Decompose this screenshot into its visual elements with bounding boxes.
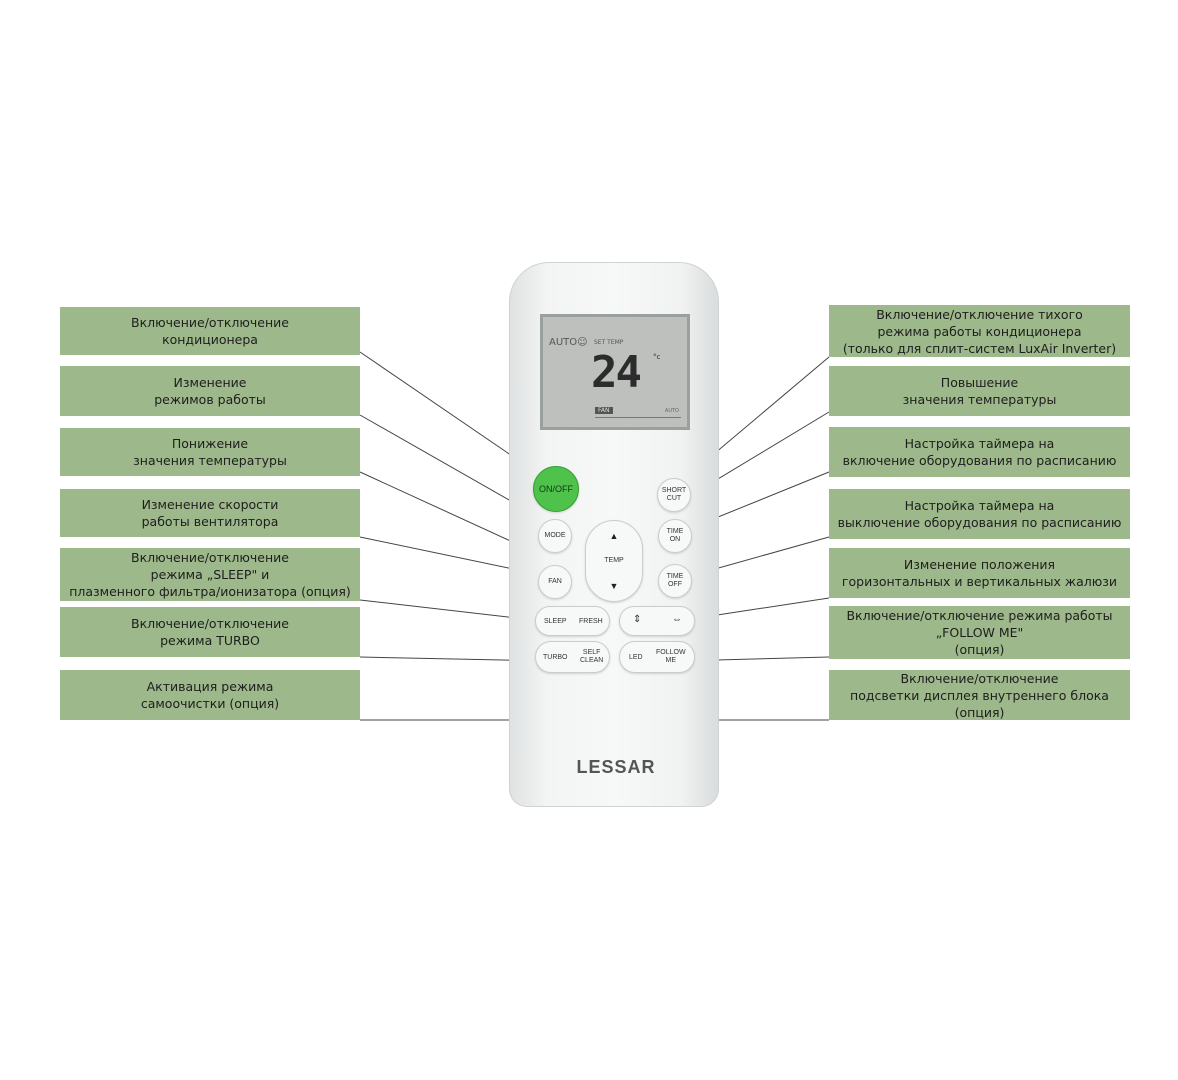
brand-logo: LESSAR — [576, 757, 656, 777]
turbo-selfclean-button-pair: TURBO SELF CLEAN — [535, 641, 610, 673]
sleep-button[interactable]: SLEEP — [544, 618, 567, 625]
led-followme-button-pair: LED FOLLOW ME — [619, 641, 695, 673]
follow-me-button[interactable]: FOLLOW ME — [656, 649, 686, 664]
label-follow-me: Включение/отключение режима работы „FOLL… — [829, 606, 1130, 659]
temp-rocker-button[interactable]: ▲ TEMP ▼ — [585, 520, 643, 602]
sleep-fresh-button-pair: SLEEP FRESH — [535, 606, 610, 636]
time-on-button[interactable]: TIME ON — [658, 519, 692, 553]
label-onoff: Включение/отключение кондиционера — [60, 307, 360, 355]
temp-up-arrow-icon[interactable]: ▲ — [609, 531, 619, 541]
swing-button-pair: ⇕ ⇔ — [619, 606, 695, 636]
label-temp-down: Понижение значения температуры — [60, 428, 360, 476]
lcd-display: AUTO☺ SET TEMP 24 °c FAN AUTO — [540, 314, 690, 430]
label-turbo: Включение/отключение режима TURBO — [60, 607, 360, 657]
time-off-button[interactable]: TIME OFF — [658, 564, 692, 598]
vertical-swing-icon[interactable]: ⇕ — [633, 614, 642, 625]
label-timer-on: Настройка таймера на включение оборудова… — [829, 427, 1130, 477]
label-timer-off: Настройка таймера на выключение оборудов… — [829, 489, 1130, 539]
display-temperature: 24 — [591, 347, 642, 398]
label-selfclean: Активация режима самоочистки (опция) — [60, 670, 360, 720]
turbo-button[interactable]: TURBO — [543, 654, 568, 661]
display-unit: °c — [653, 353, 661, 361]
shortcut-button[interactable]: SHORT CUT — [657, 478, 691, 512]
label-sleep: Включение/отключение режима „SLEEP" и пл… — [60, 548, 360, 601]
label-led: Включение/отключение подсветки дисплея в… — [829, 670, 1130, 720]
label-shortcut: Включение/отключение тихого режима работ… — [829, 305, 1130, 357]
label-swing: Изменение положения горизонтальных и вер… — [829, 548, 1130, 598]
display-fan-mode: AUTO — [664, 408, 679, 414]
horizontal-swing-icon[interactable]: ⇔ — [672, 614, 682, 625]
display-mode: AUTO☺ — [549, 337, 588, 348]
fresh-button[interactable]: FRESH — [579, 618, 603, 625]
self-clean-button[interactable]: SELF CLEAN — [580, 649, 604, 664]
mode-button[interactable]: MODE — [538, 519, 572, 553]
led-button[interactable]: LED — [629, 654, 643, 661]
temp-down-arrow-icon[interactable]: ▼ — [609, 581, 619, 591]
temp-label: TEMP — [604, 557, 624, 564]
label-temp-up: Повышение значения температуры — [829, 366, 1130, 416]
onoff-button[interactable]: ON/OFF — [533, 466, 579, 512]
display-fan-label: FAN — [595, 407, 613, 414]
fan-button[interactable]: FAN — [538, 565, 572, 599]
label-fan: Изменение скорости работы вентилятора — [60, 489, 360, 537]
label-mode: Изменение режимов работы — [60, 366, 360, 416]
display-set-temp-label: SET TEMP — [594, 339, 624, 346]
display-fan-bar: FAN AUTO — [595, 407, 681, 418]
